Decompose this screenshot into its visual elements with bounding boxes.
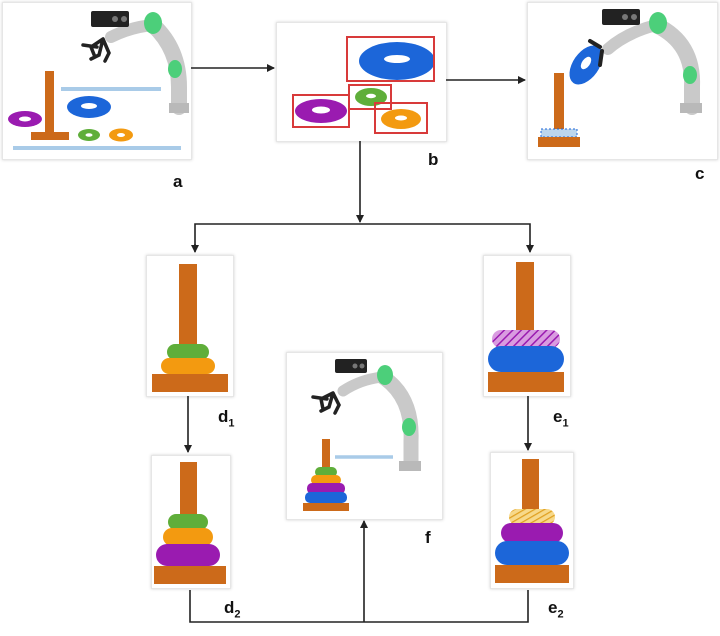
detection-illustration-b bbox=[292, 36, 435, 134]
scene-illustration-a bbox=[8, 11, 189, 150]
label-d1: d1 bbox=[218, 407, 235, 430]
robot-arm-icon bbox=[311, 359, 421, 471]
arrow-merge bbox=[189, 590, 529, 623]
panel-d1-stack bbox=[146, 255, 234, 397]
robot-arm-icon bbox=[81, 11, 189, 115]
panel-b-detection bbox=[276, 22, 447, 142]
panel-f-result bbox=[286, 352, 443, 520]
panel-e1-stack bbox=[483, 255, 571, 397]
label-c: c bbox=[695, 164, 705, 183]
scene-illustration-f bbox=[303, 359, 421, 511]
stack-illustration-e1 bbox=[488, 262, 564, 392]
label-a: a bbox=[173, 172, 183, 191]
label-f: f bbox=[425, 528, 431, 547]
stack-illustration-d1 bbox=[152, 264, 228, 392]
panel-c-pick bbox=[527, 2, 718, 160]
panel-e2-stack bbox=[490, 452, 574, 589]
stack-illustration-e2 bbox=[495, 459, 569, 583]
panel-d2-stack bbox=[151, 455, 231, 589]
label-e2: e2 bbox=[548, 598, 564, 621]
label-d2: d2 bbox=[224, 598, 241, 621]
arrow-branch bbox=[194, 223, 531, 250]
label-b: b bbox=[428, 150, 439, 169]
label-e1: e1 bbox=[553, 407, 569, 430]
stack-illustration-d2 bbox=[154, 462, 226, 584]
panel-a-scene bbox=[2, 2, 192, 160]
robot-arm-icon bbox=[569, 9, 702, 115]
scene-illustration-c bbox=[538, 9, 702, 147]
